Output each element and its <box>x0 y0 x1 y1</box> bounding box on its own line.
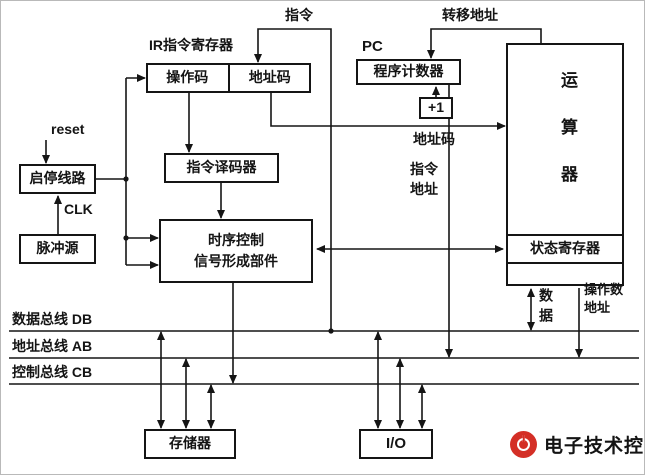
pulse-source-box: 脉冲源 <box>19 234 96 264</box>
instruction-decoder-box: 指令译码器 <box>164 153 279 183</box>
ir-addr-cell: 地址码 <box>227 65 311 91</box>
program-counter-label: 程序计数器 <box>373 63 444 80</box>
instruction-address-label: 指令 地址 <box>410 160 438 199</box>
pc-tag: PC <box>362 38 383 55</box>
wire-instruction <box>254 28 332 331</box>
operand-address-label: 操作数 地址 <box>584 281 623 317</box>
ir-title: IR指令寄存器 <box>149 37 233 53</box>
wire-address-code <box>270 93 506 130</box>
plus-one-box: +1 <box>419 97 453 119</box>
start-stop-label: 启停线路 <box>29 170 86 187</box>
bus-cb-label: 控制总线 CB <box>12 364 93 380</box>
ir-register-box: 操作码 地址码 <box>146 63 311 93</box>
junction-dot <box>328 328 334 334</box>
watermark-text: 电子技术控 <box>544 436 645 457</box>
instruction-address-line1: 指令 <box>410 161 438 177</box>
branch-address-label: 转移地址 <box>442 7 498 23</box>
memory-box: 存储器 <box>144 429 236 459</box>
opcode-label: 操作码 <box>166 69 209 86</box>
brand-logo-icon <box>510 431 537 458</box>
addr-code-cell-label: 地址码 <box>248 69 291 86</box>
operand-address-line2: 地址 <box>584 300 611 316</box>
program-counter-box: 程序计数器 <box>356 59 461 85</box>
io-label: I/O <box>385 434 406 452</box>
reset-label: reset <box>51 121 85 137</box>
instruction-signal-label: 指令 <box>285 7 313 23</box>
start-stop-box: 启停线路 <box>19 164 96 194</box>
bus-db-label: 数据总线 DB <box>12 311 93 327</box>
junction-dot <box>123 176 129 182</box>
pulse-source-label: 脉冲源 <box>36 240 79 257</box>
io-box: I/O <box>359 429 433 459</box>
timing-control-line2: 信号形成部件 <box>194 253 278 269</box>
watermark: 电子技术控 <box>510 431 644 458</box>
bus-ab-label: 地址总线 AB <box>12 338 93 354</box>
status-register-label: 状态寄存器 <box>530 240 600 257</box>
instruction-address-line2: 地址 <box>410 180 438 197</box>
alu-label: 运算器 <box>558 71 577 212</box>
address-code-signal-label: 地址码 <box>413 131 455 147</box>
ir-opcode-cell: 操作码 <box>147 65 228 91</box>
status-register-box: 状态寄存器 <box>506 234 624 264</box>
operand-address-line1: 操作数 <box>584 282 624 297</box>
clk-label: CLK <box>64 201 93 217</box>
timing-control-line1: 时序控制 <box>208 231 264 248</box>
timing-control-box: 时序控制 信号形成部件 <box>159 219 313 283</box>
instruction-decoder-label: 指令译码器 <box>186 159 257 176</box>
memory-label: 存储器 <box>169 435 211 452</box>
junction-dot <box>123 235 129 241</box>
plus-one-label: +1 <box>428 99 444 116</box>
data-signal-label: 数据 <box>538 288 554 328</box>
wire-branch-address <box>427 28 542 59</box>
